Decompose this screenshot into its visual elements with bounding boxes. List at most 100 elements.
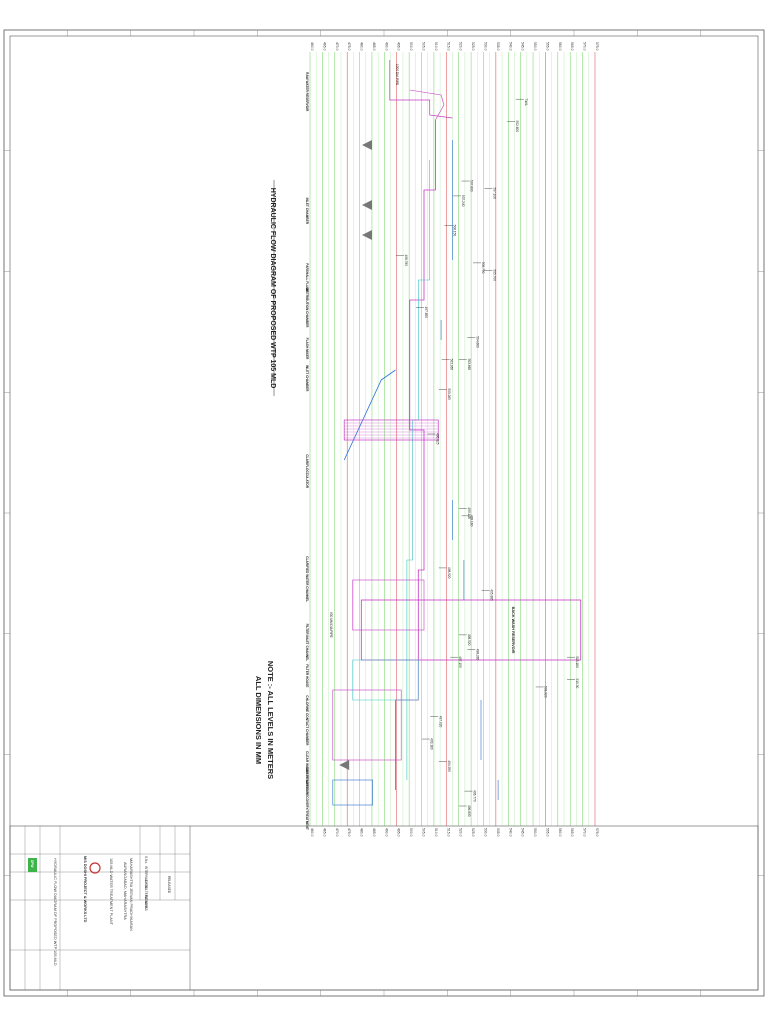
filter-pipe-label: 900 MM DIA PIPE xyxy=(329,612,333,638)
level-label: 505.750 xyxy=(481,262,485,274)
flow-direction-icon xyxy=(362,140,372,150)
scale-label: 520.0 xyxy=(459,42,463,51)
filter-house xyxy=(352,579,425,631)
scale-label: 480.0 xyxy=(360,828,364,837)
level-label: 498.520 xyxy=(467,634,471,646)
scale-label: 470.0 xyxy=(335,42,339,51)
scale-label: 510.0 xyxy=(434,828,438,837)
title-block-frame xyxy=(9,825,759,991)
level-label: 507.100 xyxy=(492,187,496,199)
level-label: 497.155 xyxy=(458,656,462,668)
scale-label: 500.0 xyxy=(409,828,413,837)
scale-label: 500.0 xyxy=(409,42,413,51)
scale-label: 570.0 xyxy=(583,828,587,837)
level-labels: 502.600T.W.L507.800507.240507.100506.150… xyxy=(396,98,579,817)
scale-label: 560.0 xyxy=(558,42,562,51)
scale-label: 520.0 xyxy=(459,828,463,837)
level-label: 505.700 xyxy=(492,269,496,281)
level-label: 507.240 xyxy=(461,195,465,207)
scale-label: 575.0 xyxy=(595,42,599,51)
company-name: M/S DOSHI PROJECT & WORKS LTD xyxy=(83,856,87,923)
frame-ticks xyxy=(4,30,764,996)
scale-label: 550.0 xyxy=(533,828,537,837)
level-label: 496.770 xyxy=(472,790,476,802)
unit-label: INLET CHAMBER xyxy=(305,198,309,225)
scale-label: 545.0 xyxy=(521,828,525,837)
scale-label: 555.0 xyxy=(545,828,549,837)
company-logo xyxy=(89,862,101,874)
level-label: 497.020 xyxy=(438,716,442,728)
level-label: 494.955 xyxy=(447,760,451,772)
title-block: S.No. INTERNAL No. DATE ALTERATIONS REMA… xyxy=(9,825,759,991)
scale-label: 465.0 xyxy=(322,828,326,837)
back-wash-reservoir-label: BACK WASH RESERVOIR xyxy=(511,607,515,654)
scale-label: 505.0 xyxy=(422,828,426,837)
level-label: 493.160 xyxy=(430,738,434,750)
rev-header-internal: INTERNAL No. xyxy=(144,866,148,888)
level-label: 503.865 xyxy=(467,359,471,371)
level-label: 498.920 xyxy=(447,567,451,579)
clarifier-inlet-pipe xyxy=(343,369,396,461)
unit-label: PARSHALL FLUME xyxy=(305,263,309,292)
unit-label: FLASH MIXER xyxy=(305,338,309,360)
scale-label: 565.0 xyxy=(570,828,574,837)
contractor-logo xyxy=(28,858,37,872)
status-text: RELEASED xyxy=(167,876,171,894)
scale-label: 490.0 xyxy=(384,828,388,837)
unit-label: FILTER INLET CHANNEL xyxy=(305,624,309,662)
unit-labels: RAW WATER RESERVOIR INLET CHAMBER PARSHALL… xyxy=(305,72,309,830)
scale-label: 460.0 xyxy=(310,42,314,51)
rev-headers: S.No. INTERNAL No. DATE ALTERATIONS REMA… xyxy=(144,856,171,911)
scale-label: 475.0 xyxy=(347,42,351,51)
scale-label: 540.0 xyxy=(508,42,512,51)
clear-water-reservoir xyxy=(332,689,402,761)
client-location: AURANGABAD, MAHARASHTRA xyxy=(123,862,127,920)
raw-water-reservoir xyxy=(389,60,453,119)
scale-label: 495.0 xyxy=(397,42,401,51)
scale-label: 515.0 xyxy=(446,42,450,51)
level-label: 496.830 xyxy=(467,805,471,817)
flow-direction-icon xyxy=(362,200,372,210)
level-label: 504.660 xyxy=(475,336,479,348)
scale-label: 515.0 xyxy=(446,828,450,837)
scale-label: 485.0 xyxy=(372,828,376,837)
inner-frame xyxy=(9,35,759,991)
chlorine-contact-chamber xyxy=(352,659,419,701)
unit-label: CHLORINE CONTACT CHAMBER xyxy=(305,695,309,746)
inlet-pipe xyxy=(409,89,445,121)
waste-water-tank xyxy=(332,779,373,806)
level-label: 502.600 xyxy=(515,121,519,133)
level-label: 507.800 xyxy=(470,180,474,192)
scale-label: 510.0 xyxy=(434,42,438,51)
scale-label: 505.0 xyxy=(422,42,426,51)
level-label: 495.885 xyxy=(490,589,494,601)
level-label: 497.850 xyxy=(424,307,428,319)
level-grid xyxy=(309,52,596,826)
unit-label: CLEAR WATER RESERVOIR xyxy=(305,751,309,794)
scale-label: 530.0 xyxy=(483,828,487,837)
client-name: MAHARASHTRA JEEVAN PRADHIKARAN xyxy=(129,858,133,931)
scale-label: 470.0 xyxy=(335,828,339,837)
drawing-title-block: HYDRAULIC FLOW DIAGRAM OF PROPOSED WTP 1… xyxy=(53,858,57,966)
level-label: 498.780 xyxy=(404,254,408,266)
scale-label: 575.0 xyxy=(595,828,599,837)
scale-label: 460.0 xyxy=(310,828,314,837)
unit-label: FILTER HOUSE xyxy=(305,664,309,687)
note-levels: NOTE :- ALL LEVELS IN METERS xyxy=(266,661,275,779)
hydraulic-profile xyxy=(332,60,582,806)
project-name: 105 MLD WATER TREATMENT PLANT xyxy=(109,858,113,926)
level-label: 503.920 xyxy=(544,686,548,698)
unit-label: RAW WATER RESERVOIR xyxy=(305,72,309,112)
level-label: 510.30 xyxy=(575,679,579,689)
scale-label: 550.0 xyxy=(533,42,537,51)
unit-label: INLET CHAMBER xyxy=(305,365,309,392)
level-label: 498.265 xyxy=(475,649,479,661)
scale-label: 540.0 xyxy=(508,828,512,837)
level-label: 503.265 xyxy=(447,388,451,400)
rev-header-alterations: ALTERATIONS xyxy=(144,887,148,909)
unit-label: CLARIFIED WATER CHANNEL xyxy=(305,556,309,602)
scale-label: 475.0 xyxy=(347,828,351,837)
